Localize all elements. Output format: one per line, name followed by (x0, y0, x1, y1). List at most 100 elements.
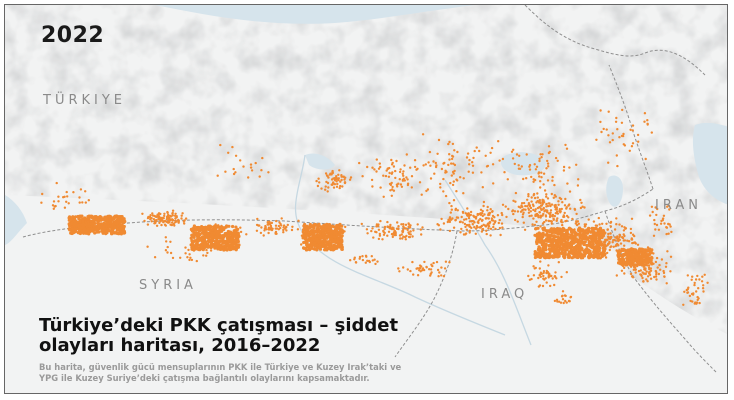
event-dot (217, 224, 220, 227)
event-dot (406, 228, 409, 232)
event-dot (620, 121, 624, 125)
event-dot (644, 256, 647, 259)
event-dot (404, 223, 408, 226)
event-dot (410, 186, 413, 189)
event-dot (375, 158, 378, 161)
event-dot (568, 203, 571, 206)
map-title-line-2: olayları haritası, 2016–2022 (39, 335, 321, 356)
event-dot (227, 247, 231, 251)
event-dot (542, 277, 545, 280)
event-dot (206, 226, 210, 230)
event-dot (614, 120, 618, 124)
event-dot (89, 219, 93, 223)
event-dot (623, 226, 626, 229)
event-dot (422, 164, 425, 167)
event-dot (437, 138, 441, 142)
event-dot (545, 195, 548, 198)
event-dot (663, 275, 666, 278)
event-dot (324, 237, 327, 240)
event-dot (452, 199, 456, 202)
event-dot (527, 195, 530, 198)
event-dot (538, 175, 541, 178)
event-dot (655, 278, 658, 281)
event-dot (551, 175, 554, 179)
event-dot (202, 254, 205, 257)
event-dot (260, 226, 263, 229)
event-dot (343, 181, 347, 185)
event-dot (160, 216, 163, 220)
event-dot (532, 194, 535, 197)
event-dot (315, 239, 318, 243)
event-dot (118, 223, 123, 227)
event-dot (520, 202, 524, 205)
country-label-iraq: IRAQ (481, 287, 529, 302)
event-dot (665, 262, 668, 265)
event-dot (152, 218, 156, 221)
event-dot (596, 251, 600, 255)
event-dot (536, 226, 540, 230)
event-dot (642, 280, 645, 283)
event-dot (552, 196, 555, 199)
event-dot (86, 228, 89, 232)
event-dot (620, 225, 624, 228)
event-dot (377, 167, 381, 170)
event-dot (550, 220, 553, 223)
event-dot (593, 230, 596, 234)
event-dot (258, 175, 261, 178)
event-dot (222, 246, 225, 249)
event-dot (440, 167, 444, 171)
event-dot (388, 171, 391, 175)
event-dot (224, 170, 227, 173)
event-dot (622, 229, 626, 232)
event-dot (236, 240, 240, 244)
event-dot (112, 215, 116, 218)
event-dot (74, 215, 78, 219)
event-dot (644, 267, 647, 270)
event-dot (642, 259, 645, 262)
event-dot (434, 161, 437, 165)
event-dot (315, 224, 318, 227)
border-turkey-syria-iraq (22, 188, 654, 238)
event-dot (262, 234, 265, 237)
event-dot (113, 225, 117, 228)
event-dot (418, 181, 422, 184)
event-dot (655, 256, 659, 260)
event-dot (402, 223, 405, 226)
event-dot (597, 246, 600, 249)
event-dot (535, 220, 538, 223)
event-dot (563, 204, 567, 207)
event-dot (208, 224, 212, 228)
event-dot (561, 201, 564, 204)
event-dot (313, 236, 316, 239)
event-dot (424, 163, 427, 166)
event-dot (532, 204, 535, 208)
event-dot (471, 164, 475, 167)
event-dot (255, 223, 259, 227)
event-dot (538, 159, 541, 163)
event-dot (669, 255, 673, 258)
event-dot (620, 269, 624, 272)
event-dot (576, 241, 579, 244)
event-dot (317, 244, 321, 247)
event-dot (375, 170, 378, 173)
event-dot (468, 231, 471, 234)
event-dot (316, 247, 319, 250)
event-dot (696, 295, 699, 299)
event-dot (336, 182, 339, 186)
event-dot (263, 227, 267, 230)
event-dot (400, 233, 403, 236)
event-dot (447, 218, 450, 222)
event-dot (275, 219, 278, 223)
event-dot (539, 260, 542, 263)
event-dot (169, 223, 172, 226)
event-dot (550, 222, 554, 225)
event-dot (515, 153, 519, 156)
event-dot (209, 249, 213, 252)
event-dot (553, 227, 557, 232)
event-dot (559, 301, 563, 304)
event-dot (594, 248, 598, 251)
event-dot (110, 222, 114, 225)
event-dot (372, 236, 375, 239)
event-dot (686, 274, 689, 277)
event-dot (544, 215, 548, 218)
